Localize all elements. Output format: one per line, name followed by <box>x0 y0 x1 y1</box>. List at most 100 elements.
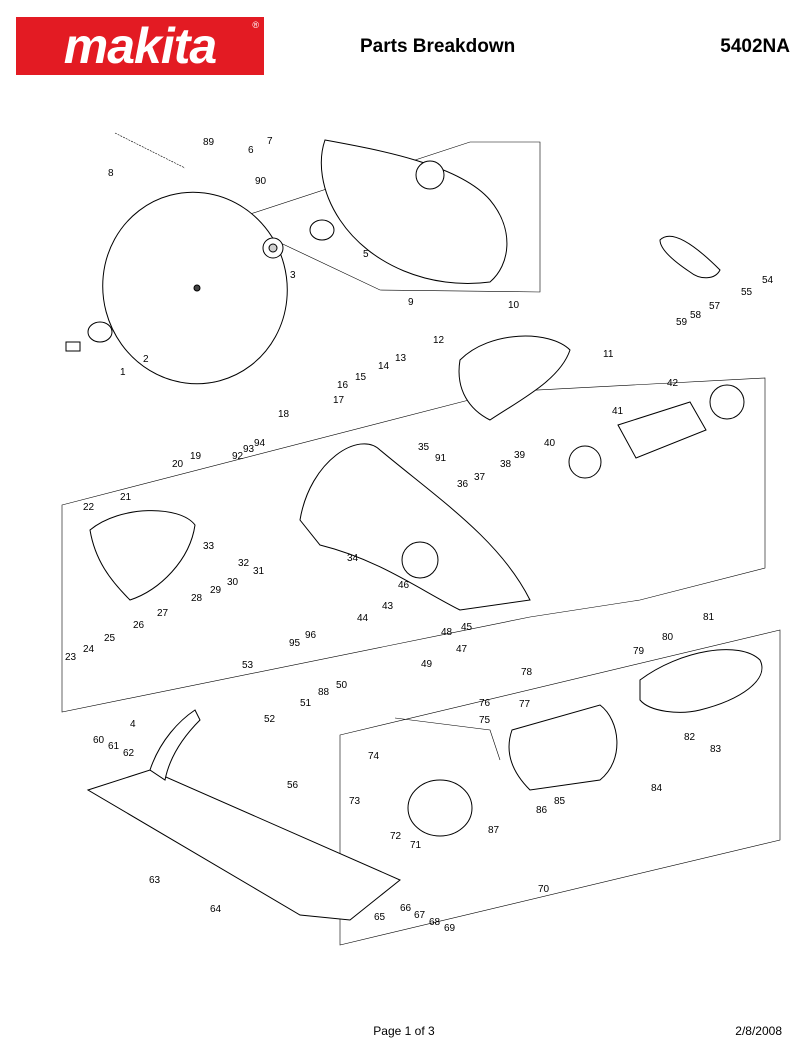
callout-66: 66 <box>400 903 412 914</box>
callout-56: 56 <box>287 780 299 791</box>
callout-19: 19 <box>190 451 202 462</box>
callout-60: 60 <box>93 735 105 746</box>
callout-14: 14 <box>378 361 390 372</box>
motor-housing-cover-part <box>458 335 571 421</box>
callout-76: 76 <box>479 698 491 709</box>
callout-70: 70 <box>538 884 550 895</box>
callout-33: 33 <box>203 541 215 552</box>
callout-77: 77 <box>519 699 531 710</box>
motor-housing-part <box>508 704 618 791</box>
callout-61: 61 <box>108 741 120 752</box>
callout-81: 81 <box>703 612 715 623</box>
callout-51: 51 <box>300 698 312 709</box>
callout-34: 34 <box>347 553 359 564</box>
gear-housing-bearing <box>401 541 439 579</box>
callout-20: 20 <box>172 459 184 470</box>
gear-housing-part <box>299 443 531 611</box>
callout-84: 84 <box>651 783 663 794</box>
callout-65: 65 <box>374 912 386 923</box>
callout-12: 12 <box>433 335 445 346</box>
callout-6: 6 <box>248 145 254 156</box>
callout-22: 22 <box>83 502 95 513</box>
callout-40: 40 <box>544 438 556 449</box>
callout-80: 80 <box>662 632 674 643</box>
callout-15: 15 <box>355 372 367 383</box>
callout-23: 23 <box>65 652 77 663</box>
callout-44: 44 <box>357 613 369 624</box>
callout-17: 17 <box>333 395 345 406</box>
callout-27: 27 <box>157 608 169 619</box>
callout-96: 96 <box>305 630 317 641</box>
callout-52: 52 <box>264 714 276 725</box>
callout-4: 4 <box>130 719 136 730</box>
armature-part <box>617 401 707 459</box>
callout-49: 49 <box>421 659 433 670</box>
frame-blade-guard <box>231 141 541 293</box>
callout-47: 47 <box>456 644 468 655</box>
callout-29: 29 <box>210 585 222 596</box>
blade-guard-part <box>320 139 508 284</box>
logo-wordmark: makita <box>63 18 217 74</box>
callout-36: 36 <box>457 479 469 490</box>
callout-88: 88 <box>318 687 330 698</box>
callout-37: 37 <box>474 472 486 483</box>
ball-bearing-part <box>709 384 745 420</box>
callout-53: 53 <box>242 660 254 671</box>
callout-90: 90 <box>255 176 267 187</box>
callout-78: 78 <box>521 667 533 678</box>
callout-30: 30 <box>227 577 239 588</box>
callout-39: 39 <box>514 450 526 461</box>
callout-57: 57 <box>709 301 721 312</box>
callout-59: 59 <box>676 317 688 328</box>
callout-45: 45 <box>461 622 473 633</box>
callout-21: 21 <box>120 492 132 503</box>
callout-68: 68 <box>429 917 441 928</box>
page-number: Page 1 of 3 <box>373 1024 435 1038</box>
callout-72: 72 <box>390 831 402 842</box>
page-header: makita ® Parts Breakdown 5402NA <box>0 0 808 100</box>
callout-18: 18 <box>278 409 290 420</box>
callout-74: 74 <box>368 751 380 762</box>
callout-10: 10 <box>508 300 520 311</box>
callout-26: 26 <box>133 620 145 631</box>
fan-part <box>568 445 602 479</box>
callout-7: 7 <box>267 136 273 147</box>
callout-2: 2 <box>143 354 149 365</box>
part-callouts: 1 2 3 4 5 6 7 8 9 10 11 12 13 14 15 16 1… <box>65 136 774 934</box>
callout-35: 35 <box>418 442 430 453</box>
page-title: Parts Breakdown <box>360 36 516 57</box>
blade-case-part <box>89 510 196 601</box>
callout-91: 91 <box>435 453 447 464</box>
outer-flange-part <box>87 321 113 343</box>
callout-5: 5 <box>363 249 369 260</box>
callout-89: 89 <box>203 137 215 148</box>
callout-8: 8 <box>108 168 114 179</box>
callout-31: 31 <box>253 566 265 577</box>
callout-24: 24 <box>83 644 95 655</box>
front-handle-part <box>659 235 721 279</box>
callout-69: 69 <box>444 923 456 934</box>
cord-part <box>394 717 501 761</box>
callout-55: 55 <box>741 287 753 298</box>
blade-arbor-hole <box>193 284 201 292</box>
callout-82: 82 <box>684 732 696 743</box>
callout-79: 79 <box>633 646 645 657</box>
callout-1: 1 <box>120 367 126 378</box>
callout-58: 58 <box>690 310 702 321</box>
base-part <box>86 769 401 921</box>
callout-16: 16 <box>337 380 349 391</box>
callout-75: 75 <box>479 715 491 726</box>
callout-42: 42 <box>667 378 679 389</box>
callout-87: 87 <box>488 825 500 836</box>
callout-95: 95 <box>289 638 301 649</box>
callout-62: 62 <box>123 748 135 759</box>
callout-93: 93 <box>243 444 255 455</box>
callout-85: 85 <box>554 796 566 807</box>
callout-48: 48 <box>441 627 453 638</box>
callout-63: 63 <box>149 875 161 886</box>
callout-28: 28 <box>191 593 203 604</box>
callout-9: 9 <box>408 297 414 308</box>
inner-flange-center <box>268 243 278 253</box>
callout-32: 32 <box>238 558 250 569</box>
callout-25: 25 <box>104 633 116 644</box>
